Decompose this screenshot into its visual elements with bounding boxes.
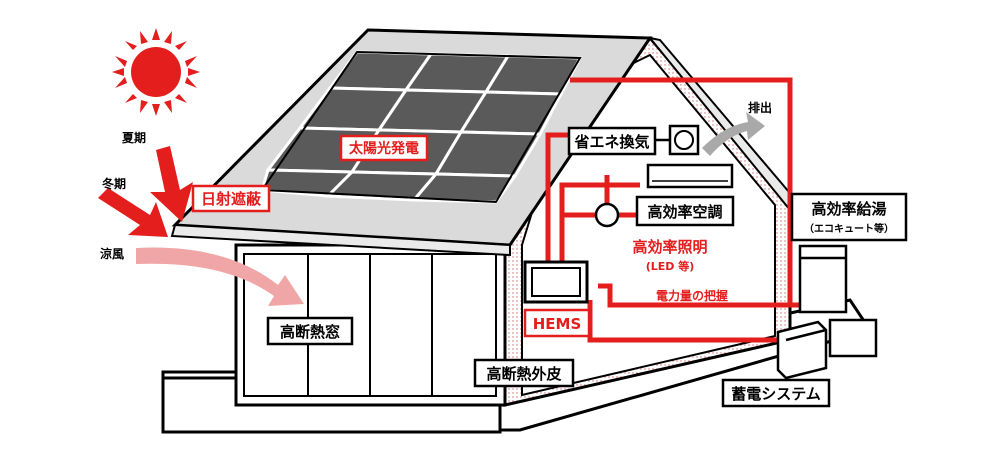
ventilation-fan-icon <box>668 124 700 156</box>
exhaust-label: 排出 <box>748 100 772 115</box>
summer-ray-arrow <box>150 146 193 222</box>
ventilation-label: 省エネ換気 <box>573 133 649 151</box>
water-heater-icon <box>798 244 878 358</box>
storage-battery-icon <box>776 320 828 380</box>
shading-label: 日射遮蔽 <box>201 190 262 208</box>
solar-power-label: 太陽光発電 <box>349 140 419 157</box>
sun-icon <box>112 28 200 116</box>
exhaust-arrow <box>702 112 765 156</box>
cool-breeze-arrow <box>136 247 304 306</box>
water-heater-note-label: （エコキュート等） <box>804 222 894 235</box>
insulated-window-panes <box>243 253 497 397</box>
insulated-envelope-label: 高断熱外皮 <box>486 365 561 383</box>
power-monitoring-label: 電力量の把握 <box>656 288 728 303</box>
efficient-water-heater-label: 高効率給湯 <box>811 200 886 218</box>
winter-ray-arrow <box>98 188 168 237</box>
air-conditioner-icon <box>646 163 734 189</box>
insulated-window-label: 高断熱窓 <box>280 323 340 341</box>
winter-label: 冬期 <box>102 176 126 191</box>
cool-breeze-label: 涼風 <box>100 246 124 261</box>
ceiling-light-icon <box>594 202 620 228</box>
hems-monitor-icon <box>523 260 589 304</box>
efficient-ac-label: 高効率空調 <box>647 203 722 221</box>
hems-label: HEMS <box>533 315 582 333</box>
storage-system-label: 蓄電システム <box>731 385 821 403</box>
lighting-note-label: (LED 等) <box>646 259 695 273</box>
summer-label: 夏期 <box>122 130 146 145</box>
efficient-lighting-label: 高効率照明 <box>632 238 707 256</box>
